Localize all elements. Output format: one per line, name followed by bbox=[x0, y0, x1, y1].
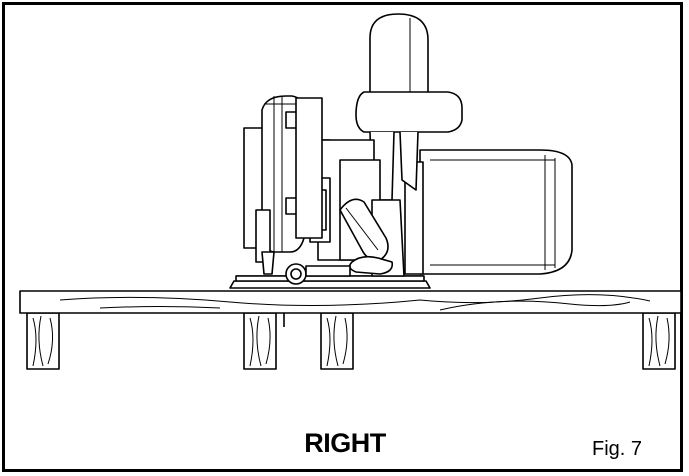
depth-adjust-lever bbox=[339, 198, 394, 275]
support-block-center-left bbox=[243, 312, 277, 370]
bevel-knob bbox=[285, 263, 351, 285]
support-block-center-right bbox=[320, 312, 354, 370]
workpiece-board bbox=[19, 290, 682, 314]
rear-handle bbox=[355, 13, 463, 201]
figure-number-label: Fig. 7 bbox=[592, 438, 643, 460]
support-block-right bbox=[642, 312, 676, 370]
saw-base-plate bbox=[229, 275, 431, 289]
motor-housing bbox=[404, 149, 573, 275]
figure-caption: RIGHT bbox=[304, 428, 386, 458]
blade-guard bbox=[243, 95, 323, 275]
support-block-left bbox=[26, 312, 60, 370]
